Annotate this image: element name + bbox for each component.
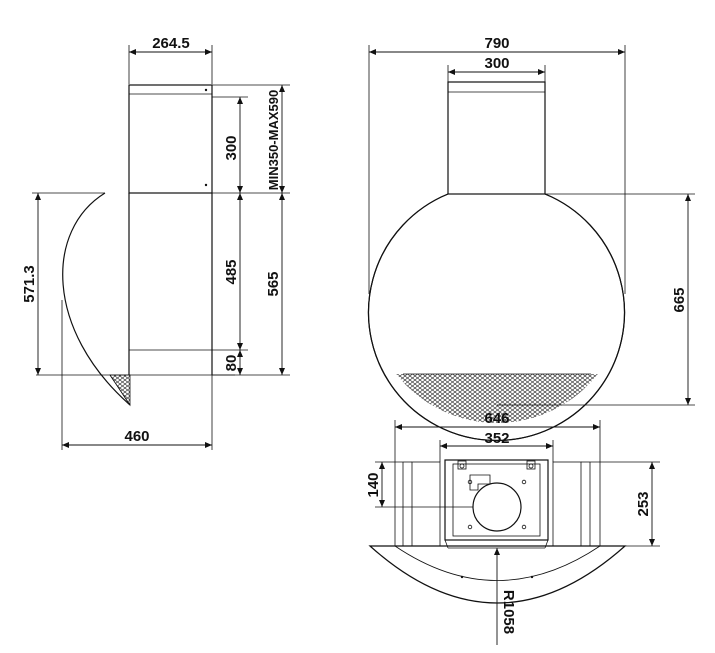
side-dim-body-height: 565 (265, 271, 282, 296)
top-dim-radius: R1058 (500, 590, 517, 634)
front-view: 790 300 665 (367, 35, 695, 441)
front-dim-chimney-width: 300 (484, 55, 509, 72)
top-arc-body (368, 545, 627, 604)
side-dim-mid-height: 485 (223, 259, 240, 284)
front-chimney (447, 81, 546, 195)
side-dim-lower-height: 80 (223, 355, 240, 372)
side-dim-arc-height: 571.3 (21, 265, 38, 303)
front-dim-total-width: 790 (484, 35, 509, 52)
top-flap (469, 474, 491, 491)
top-dim-inner-width: 352 (484, 430, 509, 447)
top-right-plate (552, 461, 582, 547)
side-view: 264.5 300 MIN350-MAX590 485 80 565 571.3… (21, 35, 290, 450)
front-dim-sphere-height: 665 (671, 287, 688, 312)
side-dim-top-width: 264.5 (152, 35, 190, 52)
side-arc-profile (62, 192, 131, 406)
top-dim-duct-offset: 140 (365, 472, 382, 497)
top-view: 646 352 140 253 R1058 (365, 410, 660, 645)
side-dim-chimney-height: 300 (223, 135, 240, 160)
top-duct-outlet (472, 482, 522, 532)
top-left-plate (411, 461, 441, 547)
side-chimney (128, 84, 213, 194)
top-dim-depth: 253 (635, 491, 652, 516)
side-dim-depth: 460 (124, 428, 149, 445)
side-grille (109, 374, 131, 407)
top-chimney-frame (444, 459, 549, 541)
top-dim-outer-width: 646 (484, 410, 509, 427)
side-dim-chimney-range: MIN350-MAX590 (266, 90, 281, 190)
